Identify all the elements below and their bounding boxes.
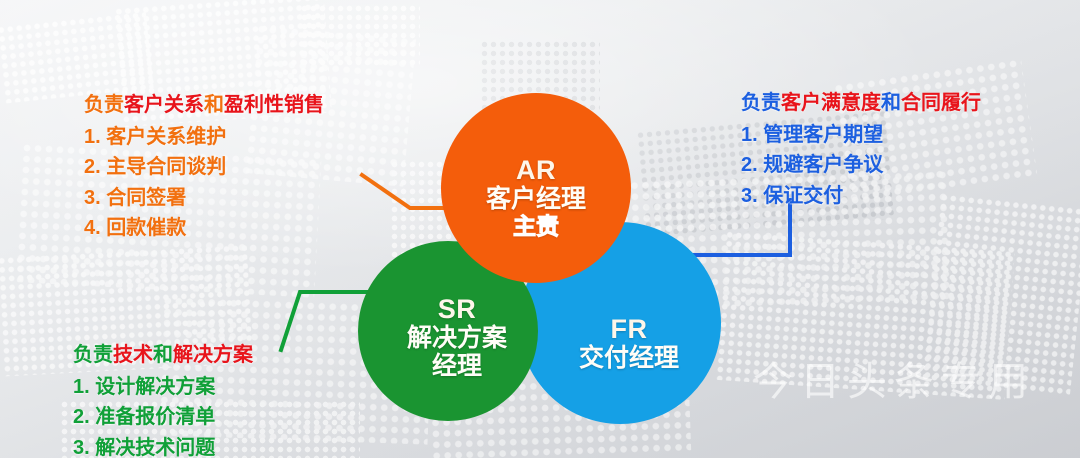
list-item: 3. 合同签署 bbox=[84, 186, 187, 209]
text-block-ar: 负责客户关系和盈利性销售 1. 客户关系维护 2. 主导合同谈判 3. 合同签署… bbox=[84, 90, 324, 244]
fr-head-part3: 和 bbox=[881, 92, 901, 114]
circle-ar[interactable]: AR 客户经理 主责 bbox=[441, 93, 631, 283]
list-item: 1. 管理客户期望 bbox=[741, 124, 884, 146]
list-item: 2. 准备报价清单 bbox=[73, 406, 216, 429]
circle-fr-role: 交付经理 bbox=[578, 344, 679, 373]
list-item: 3. 保证交付 bbox=[741, 184, 844, 207]
circle-sr-role-line1: 解决方案 bbox=[406, 324, 507, 353]
list-item: 4. 回款催款 bbox=[84, 217, 187, 240]
text-block-sr: 负责技术和解决方案 1. 设计解决方案 2. 准备报价清单 3. 解决技术问题 bbox=[73, 340, 253, 458]
ar-head-part1: 负责 bbox=[84, 94, 124, 116]
circle-fr-code: FR bbox=[610, 313, 648, 344]
ar-head-part4: 盈利性销售 bbox=[224, 94, 324, 116]
ar-head-part3: 和 bbox=[204, 94, 224, 116]
sr-head-part3: 和 bbox=[153, 344, 173, 366]
text-block-ar-heading: 负责客户关系和盈利性销售 bbox=[84, 90, 324, 120]
sr-head-part2: 技术 bbox=[113, 344, 153, 366]
connector-ar bbox=[359, 172, 454, 210]
list-item: 1. 客户关系维护 bbox=[84, 126, 227, 148]
list-item: 1. 设计解决方案 bbox=[73, 376, 216, 398]
list-item: 2. 规避客户争议 bbox=[741, 154, 884, 177]
list-item: 3. 解决技术问题 bbox=[73, 436, 216, 458]
text-block-fr-heading: 负责客户满意度和合同履行 bbox=[741, 88, 981, 118]
text-block-sr-heading: 负责技术和解决方案 bbox=[73, 340, 253, 370]
ar-head-part2: 客户关系 bbox=[124, 94, 204, 116]
watermark: 今日头条专用 bbox=[753, 360, 1035, 404]
circle-sr-code: SR bbox=[437, 293, 477, 324]
circle-ar-code: AR bbox=[515, 154, 556, 185]
circle-sr-role-line2: 经理 bbox=[431, 352, 482, 381]
circle-ar-tag: 主责 bbox=[512, 212, 559, 239]
sr-head-part4: 解决方案 bbox=[173, 344, 253, 366]
fr-head-part1: 负责 bbox=[741, 92, 781, 114]
circle-ar-role: 客户经理 bbox=[485, 184, 586, 213]
fr-head-part2: 客户满意度 bbox=[781, 92, 881, 114]
list-item: 2. 主导合同谈判 bbox=[84, 156, 227, 179]
text-block-fr: 负责客户满意度和合同履行 1. 管理客户期望 2. 规避客户争议 3. 保证交付 bbox=[741, 88, 981, 211]
fr-head-part4: 合同履行 bbox=[901, 92, 981, 114]
sr-head-part1: 负责 bbox=[73, 344, 113, 366]
